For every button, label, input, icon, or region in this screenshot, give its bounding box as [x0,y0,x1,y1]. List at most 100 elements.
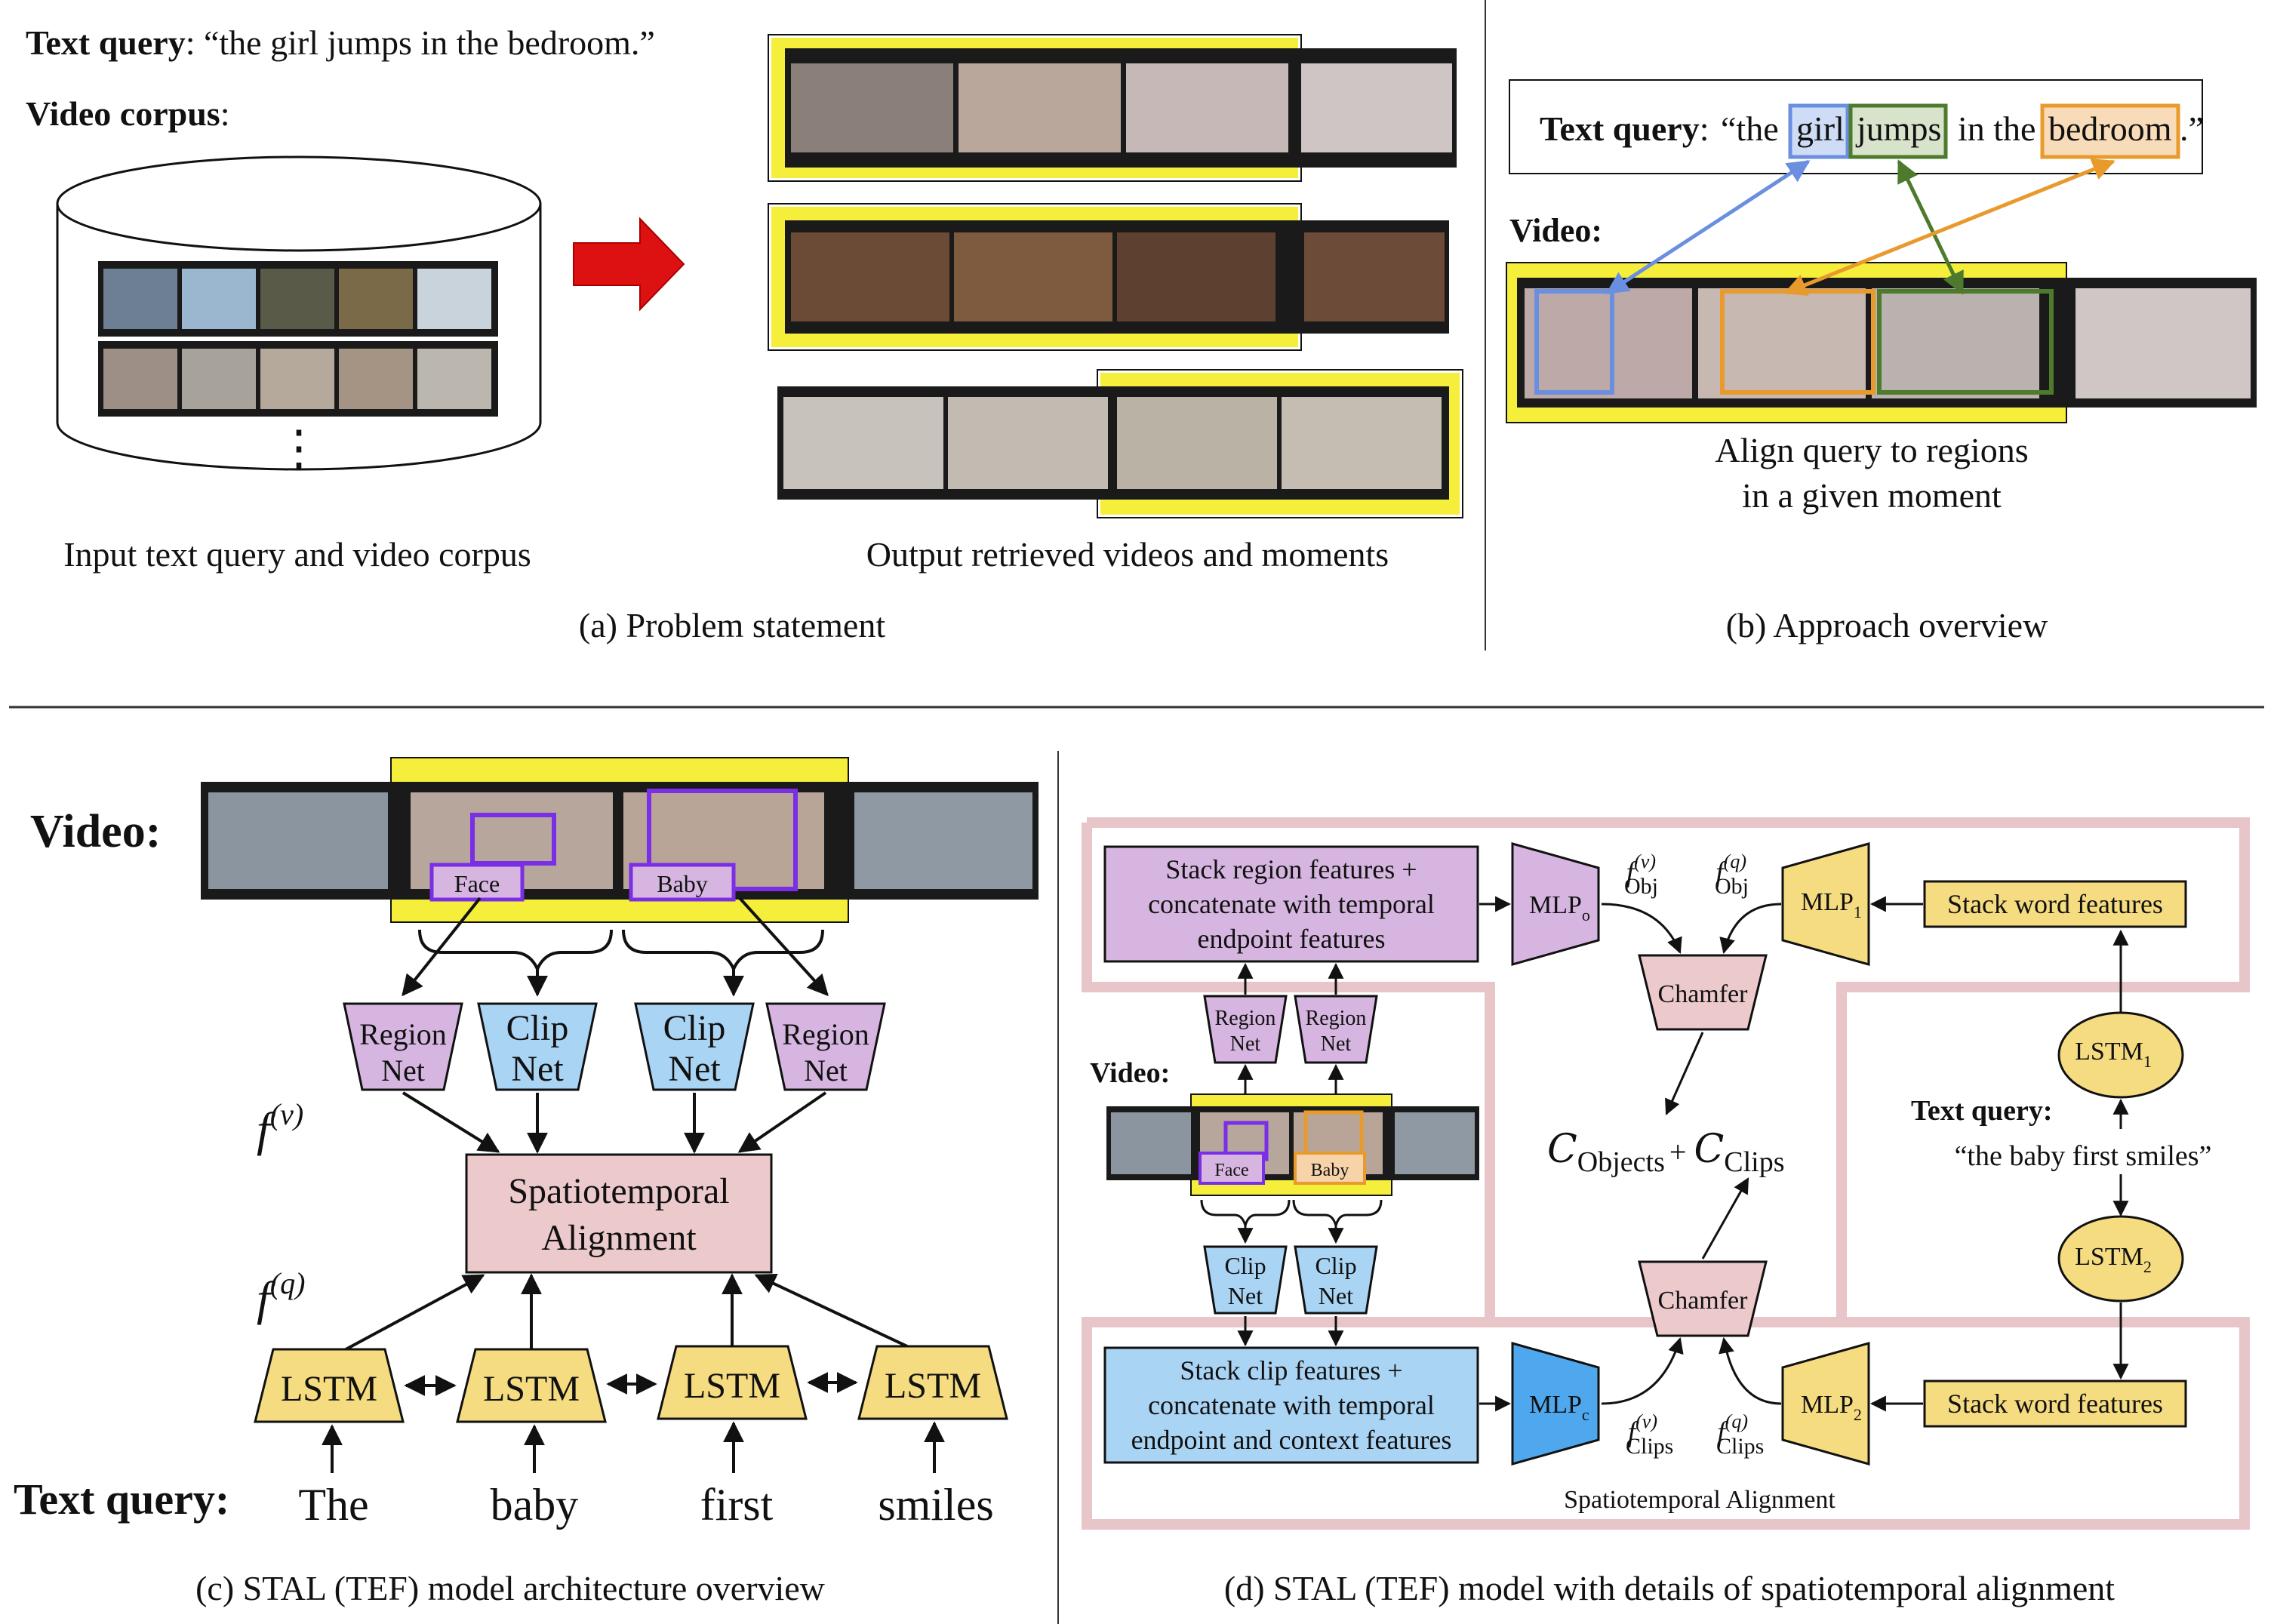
clip-net-small-2 [1294,1245,1378,1315]
chamfer-bottom [1638,1260,1768,1337]
svg-text:Region: Region [782,1017,869,1051]
panel-a-query: Text query: “the girl jumps in the bedro… [26,23,655,62]
region-stack-line3: endpoint features [1198,924,1386,954]
panel-a-corpus-label: Video corpus: [26,94,229,133]
region-net-left: Region Net [343,1002,463,1091]
panel-c-video-label: Video: [30,806,161,857]
svg-text:Clip: Clip [1315,1252,1356,1279]
align-text-line1: Align query to regions [1715,431,2028,469]
brace-right [622,929,824,973]
panel-b-query: Text query: “the girl jumps in the bedro… [1540,109,2204,148]
lstm-1: LSTM [254,1348,405,1423]
word-3: first [700,1480,774,1530]
svg-text:LSTM: LSTM [281,1369,377,1409]
f-clips-q: f(q)Clips [1716,1410,1764,1459]
svg-text:LSTM: LSTM [483,1369,580,1409]
baby-tag-label: Baby [657,870,708,897]
spatiotemporal-alignment-label: Spatiotemporal Alignment [1564,1486,1836,1514]
svg-text:LSTM: LSTM [684,1366,780,1406]
lstm-2: LSTM [456,1348,607,1423]
panel-c-query-label: Text query: [14,1475,229,1524]
c-objects-plus-c-clips: CObjects+CClips [1547,1127,1784,1178]
retrieved-video-1 [768,34,1457,182]
mlp-2-label: MLP2 [1801,1391,1862,1424]
mlp-1-label: MLP1 [1801,888,1862,921]
clip-net-small-1 [1203,1245,1288,1315]
svg-text:Net: Net [1321,1032,1352,1056]
word-2: baby [491,1480,579,1530]
svg-text:LSTM: LSTM [885,1366,981,1406]
lstm-1-ellipse [2057,1011,2184,1099]
align-text-line2: in a given moment [1742,476,2002,515]
chamfer-top-label: Chamfer [1658,980,1749,1008]
panel-a-caption: (a) Problem statement [579,606,885,644]
small-baby-tag [1294,1152,1366,1185]
mlp-c-label: MLPc [1529,1391,1589,1424]
girl-highlight [1788,103,1850,159]
face-tag [429,863,525,902]
svg-text:Net: Net [804,1053,848,1087]
panel-b-caption: (b) Approach overview [1726,606,2048,644]
svg-text:Clip: Clip [663,1008,726,1048]
chamfer-top [1638,954,1768,1031]
panel-d-query-text: “the baby first smiles” [1955,1140,2212,1172]
panel-c: Video: Face Baby Region Net Clip Ne [14,757,1039,1607]
video-corpus-cylinder: ⋮ [56,155,542,475]
face-tag-label: Face [454,870,500,897]
svg-text:Net: Net [511,1049,564,1089]
svg-text:Baby: Baby [1311,1161,1349,1180]
frame [2076,288,2251,398]
spatiotemporal-alignment-box [465,1153,773,1274]
panel-b-video-label: Video: [1509,212,1602,249]
svg-text:Clip: Clip [506,1008,569,1048]
stack-clip-features-box [1103,1346,1479,1464]
corpus-ellipsis: ⋮ [275,421,323,475]
corpus-filmstrip-1 [98,261,498,337]
output-caption: Output retrieved videos and moments [866,535,1389,574]
mlp-1 [1781,842,1870,966]
alignment-line1: Spatiotemporal [508,1171,729,1211]
svg-text:Net: Net [668,1049,721,1089]
f-obj-q: f(q)Obj [1715,850,1749,899]
svg-text:Net: Net [1230,1032,1261,1056]
panel-c-caption: (c) STAL (TEF) model architecture overvi… [195,1569,826,1607]
panel-b: Text query: “the girl jumps in the bedro… [1506,79,2257,644]
region-net-small-2 [1294,995,1378,1064]
clip-stack-line2: concatenate with temporal [1148,1390,1435,1420]
clip-stack-line3: endpoint and context features [1131,1425,1452,1455]
retrieved-video-2 [768,203,1449,351]
stack-word-features-top [1923,880,2187,928]
bedroom-highlight [2040,103,2180,159]
alignment-line2: Alignment [541,1218,697,1258]
mlp-o-label: MLPo [1529,891,1590,924]
f-clips-v: f(v)Clips [1626,1410,1673,1459]
region-net-right: Region Net [765,1002,886,1091]
retrieved-video-3 [777,369,1463,518]
region-stack-line1: Stack region features + [1165,854,1417,884]
chamfer-bottom-label: Chamfer [1658,1287,1749,1315]
f-obj-v: f(v)Obj [1624,850,1658,899]
panel-d-caption: (d) STAL (TEF) model with details of spa… [1224,1569,2115,1607]
input-caption: Input text query and video corpus [63,535,531,574]
bedroom-alignment-arrow [1783,158,2116,296]
stack-word-features-bottom [1923,1379,2187,1428]
panel-d: Stack region features + concatenate with… [1082,817,2250,1607]
lstm-3: LSTM [657,1345,808,1420]
svg-text:Net: Net [381,1053,425,1087]
word-1: The [298,1480,368,1530]
frame [1872,288,2039,398]
panel-a: Text query: “the girl jumps in the bedro… [26,23,1463,644]
mlp-2 [1781,1342,1870,1466]
panel-d-video-label: Video: [1090,1057,1170,1089]
frame [1698,288,1866,398]
stack-region-features-box [1103,845,1479,963]
lstm-4: LSTM [857,1345,1008,1420]
panel-d-query-label: Text query: [1911,1095,2053,1127]
girl-alignment-arrow [1605,159,1811,295]
svg-text:Region: Region [1306,1007,1367,1030]
fq-label: f(q) [257,1266,305,1325]
clip-net-left: Clip Net [477,1002,598,1091]
baby-tag [629,863,736,902]
fv-label: f(v) [257,1097,303,1156]
